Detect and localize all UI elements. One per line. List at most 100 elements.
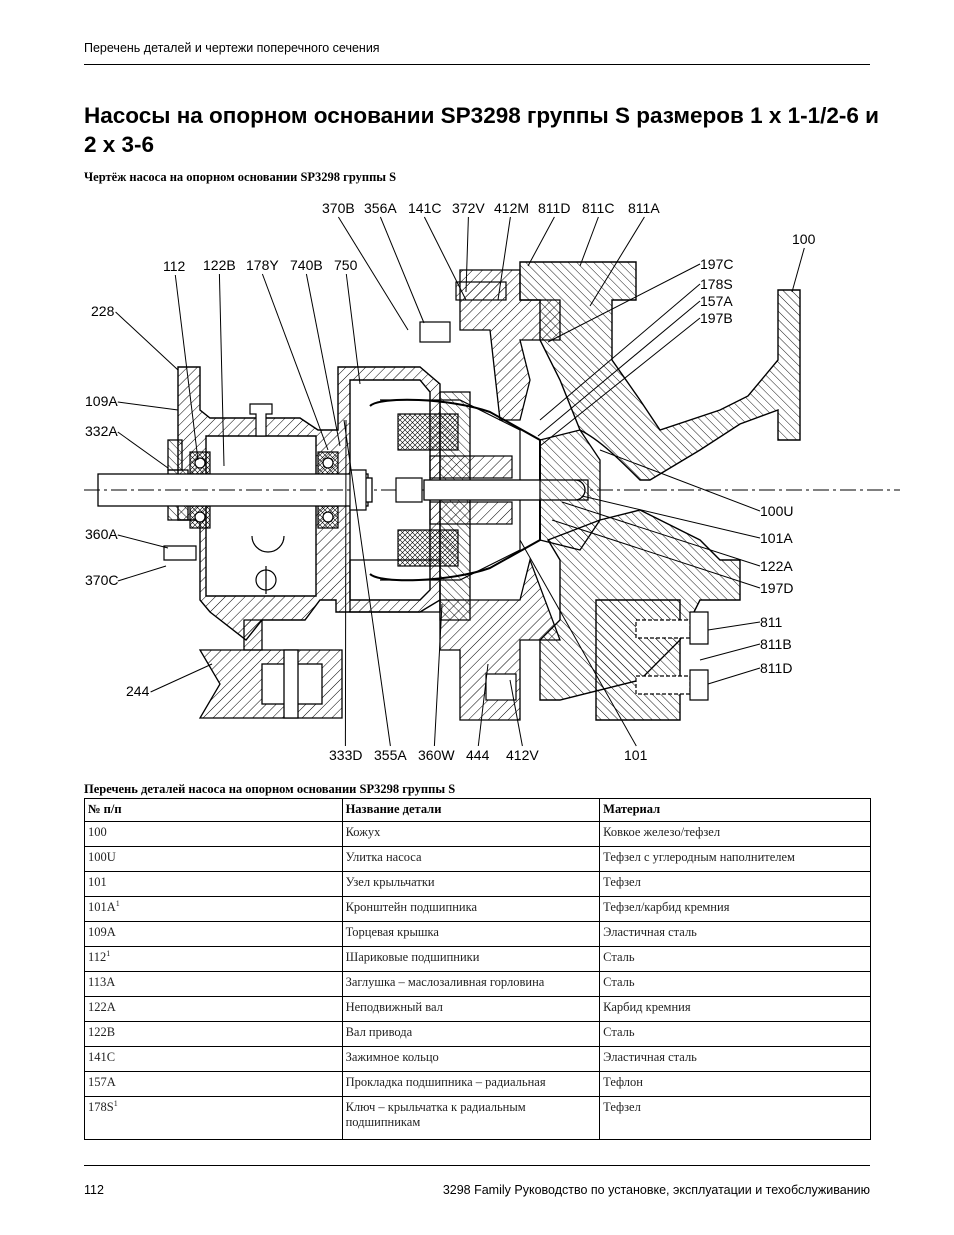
part-material: Тефзел с углеродным наполнителем <box>599 846 871 872</box>
part-number: 178S1 <box>84 1096 343 1140</box>
leader-line <box>305 273 341 447</box>
leader-line <box>547 263 701 343</box>
callout-label: 355A <box>374 747 407 763</box>
leader-line <box>433 603 443 747</box>
leader-line <box>579 216 599 267</box>
part-name: Узел крыльчатки <box>341 871 601 897</box>
leader-line <box>477 663 489 747</box>
callout-label: 356A <box>364 200 397 216</box>
table-row: 100U Улитка насоса Тефзел с углеродным н… <box>84 846 871 872</box>
part-number: 157A <box>84 1071 343 1097</box>
table-row: 122B Вал привода Сталь <box>84 1021 871 1047</box>
callout-label: 112 <box>163 258 186 274</box>
leader-line <box>345 273 361 385</box>
part-number-text: 122B <box>88 1025 116 1039</box>
part-name: Неподвижный вал <box>341 996 601 1022</box>
part-number-text: 109A <box>88 925 116 939</box>
leader-line <box>791 247 805 293</box>
leader-line <box>117 565 167 582</box>
part-number: 141C <box>84 1046 343 1072</box>
part-material: Тефзел <box>599 871 871 897</box>
callout-label: 370C <box>85 572 118 588</box>
part-number-text: 100 <box>88 825 107 839</box>
part-material: Карбид кремния <box>599 996 871 1022</box>
table-header-row: № п/п Название детали Материал <box>84 798 871 822</box>
footnote-mark: 1 <box>113 1098 118 1108</box>
leader-line <box>379 216 425 324</box>
callout-label: 360A <box>85 526 118 542</box>
part-material: Сталь <box>599 971 871 997</box>
callout-label: 811A <box>628 200 660 216</box>
part-material: Эластичная сталь <box>599 1046 871 1072</box>
part-name: Кронштейн подшипника <box>341 896 601 922</box>
running-head: Перечень деталей и чертежи поперечного с… <box>84 41 380 55</box>
part-number: 122B <box>84 1021 343 1047</box>
part-number-text: 101A <box>88 900 116 914</box>
callout-label: 109A <box>85 393 118 409</box>
table-row: 122A Неподвижный вал Карбид кремния <box>84 996 871 1022</box>
callout-label: 740B <box>290 257 323 273</box>
callout-label: 178Y <box>246 257 279 273</box>
part-number-text: 112 <box>88 950 107 964</box>
part-name: Ключ – крыльчатка к радиальным подшипник… <box>341 1096 601 1140</box>
table-caption: Перечень деталей насоса на опорном основ… <box>84 782 456 796</box>
leader-line <box>581 495 761 539</box>
callout-label: 244 <box>126 683 150 699</box>
footer-document-title: 3298 Family Руководство по установке, эк… <box>442 1183 870 1197</box>
table-row: 113A Заглушка – маслозаливная горловина … <box>84 971 871 997</box>
column-header-material: Материал <box>599 798 871 822</box>
leader-line <box>599 449 761 512</box>
leader-line <box>344 419 347 747</box>
part-number-text: 157A <box>88 1075 116 1089</box>
part-number-text: 141C <box>88 1050 116 1064</box>
callout-label: 444 <box>466 747 490 763</box>
table-row: 1121 Шариковые подшипники Сталь <box>84 946 871 972</box>
leader-line <box>261 273 329 451</box>
callout-label: 332A <box>85 423 118 439</box>
callout-label: 811D <box>760 660 792 676</box>
callout-label: 197B <box>700 310 733 326</box>
part-number: 113A <box>84 971 343 997</box>
callout-label: 157A <box>700 293 733 309</box>
callout-label: 811B <box>760 636 792 652</box>
callout-label: 333D <box>329 747 362 763</box>
leader-line <box>699 643 761 661</box>
part-name: Зажимное кольцо <box>341 1046 601 1072</box>
leader-line <box>343 419 391 747</box>
callout-label: 370B <box>322 200 355 216</box>
support-foot <box>198 619 343 719</box>
callout-label: 811D <box>538 200 570 216</box>
leader-line <box>539 283 701 421</box>
callout-label: 197D <box>760 580 793 596</box>
part-material: Тефлон <box>599 1071 871 1097</box>
part-material: Тефзел <box>599 1096 871 1140</box>
leader-line <box>115 311 179 371</box>
leader-line <box>551 519 761 589</box>
callout-label: 141C <box>408 200 441 216</box>
table-row: 109A Торцевая крышка Эластичная сталь <box>84 921 871 947</box>
callout-label: 122B <box>203 257 236 273</box>
part-name: Вал привода <box>341 1021 601 1047</box>
magnet-assembly <box>380 399 521 581</box>
leader-line <box>117 534 169 549</box>
callout-label: 412M <box>494 200 529 216</box>
leader-line <box>537 300 701 437</box>
callout-label: 412V <box>506 747 539 763</box>
part-material: Ковкое железо/тефзел <box>599 821 871 847</box>
callout-label: 101 <box>624 747 648 763</box>
footnote-mark: 1 <box>115 898 120 908</box>
part-number: 101A1 <box>84 896 343 922</box>
table-row: 101A1 Кронштейн подшипника Тефзел/карбид… <box>84 896 871 922</box>
table-row: 101 Узел крыльчатки Тефзел <box>84 871 871 897</box>
part-number-text: 101 <box>88 875 107 889</box>
callout-label: 811C <box>582 200 614 216</box>
ball-bearings <box>189 451 339 529</box>
page-number: 112 <box>84 1183 104 1197</box>
part-material: Эластичная сталь <box>599 921 871 947</box>
drive-shaft <box>84 473 900 507</box>
leader-line <box>707 621 761 631</box>
table-row: 141C Зажимное кольцо Эластичная сталь <box>84 1046 871 1072</box>
part-number-text: 178S <box>88 1100 114 1114</box>
part-number-text: 100U <box>88 850 116 864</box>
